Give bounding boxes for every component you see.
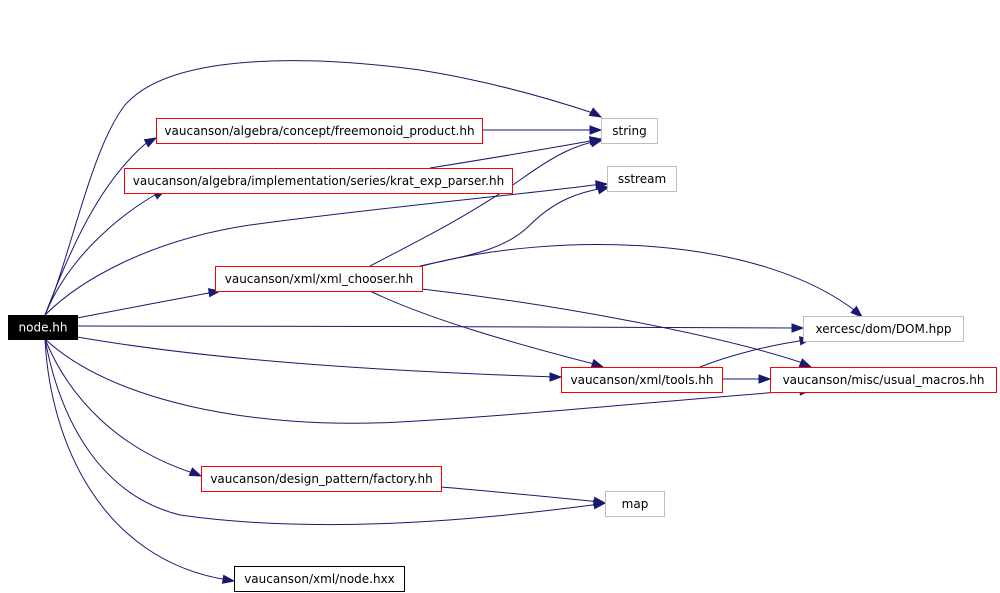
- node-usual_macros[interactable]: vaucanson/misc/usual_macros.hh: [770, 367, 997, 393]
- node-krat[interactable]: vaucanson/algebra/implementation/series/…: [124, 168, 513, 194]
- edge-node_hh-to-map: [44, 338, 607, 526]
- node-sstream: sstream: [607, 166, 677, 192]
- node-label: sstream: [618, 172, 666, 186]
- edges-layer: [44, 60, 864, 584]
- edge-tools-to-dom: [699, 336, 813, 368]
- node-factory[interactable]: vaucanson/design_pattern/factory.hh: [201, 466, 442, 492]
- node-box: [770, 367, 997, 393]
- edge-line: [44, 60, 597, 316]
- arrowhead: [850, 305, 864, 318]
- node-box: [156, 118, 483, 144]
- arrowhead: [791, 323, 805, 333]
- node-xml_chooser[interactable]: vaucanson/xml/xml_chooser.hh: [215, 266, 423, 292]
- node-node_hh: node.hh: [8, 315, 78, 340]
- node-freemonoid[interactable]: vaucanson/algebra/concept/freemonoid_pro…: [156, 118, 483, 144]
- edge-line: [419, 187, 605, 267]
- edge-line: [429, 139, 597, 169]
- node-box: [234, 566, 405, 592]
- arrowhead: [592, 496, 607, 506]
- edge-xml_chooser-to-usual_macros: [421, 288, 813, 368]
- edge-line: [44, 191, 161, 316]
- edge-line: [44, 338, 229, 581]
- edge-freemonoid-to-string: [482, 125, 603, 135]
- edge-xml_chooser-to-tools: [369, 290, 605, 368]
- edge-line: [76, 291, 215, 319]
- node-label: vaucanson/misc/usual_macros.hh: [783, 373, 985, 387]
- edge-node_hh-to-dom: [76, 323, 805, 333]
- edge-line: [76, 336, 556, 378]
- edge-line: [369, 140, 599, 267]
- node-dom: xercesc/dom/DOM.hpp: [803, 316, 964, 342]
- arrowhead: [758, 374, 772, 384]
- node-box: [8, 315, 78, 340]
- edge-node_hh-to-xml_chooser: [76, 288, 222, 319]
- node-box: [803, 316, 964, 342]
- arrowhead: [143, 137, 158, 148]
- node-label: vaucanson/algebra/implementation/series/…: [133, 174, 504, 188]
- arrowhead: [590, 358, 605, 368]
- node-label: vaucanson/design_pattern/factory.hh: [210, 472, 432, 486]
- node-label: vaucanson/xml/node.hxx: [244, 572, 395, 586]
- node-box: [605, 491, 665, 517]
- edge-node_hh-to-node_hxx: [44, 338, 236, 584]
- node-label: vaucanson/xml/xml_chooser.hh: [225, 272, 414, 286]
- edge-node_hh-to-factory: [44, 338, 203, 477]
- edge-line: [440, 486, 601, 503]
- node-string: string: [601, 118, 658, 144]
- node-box: [201, 466, 442, 492]
- node-label: xercesc/dom/DOM.hpp: [815, 322, 951, 336]
- arrowhead: [798, 358, 813, 368]
- edge-line: [421, 288, 807, 365]
- edge-line: [421, 244, 859, 314]
- node-box: [607, 166, 677, 192]
- edge-line: [44, 338, 807, 424]
- arrowhead: [221, 574, 236, 584]
- node-map: map: [605, 491, 665, 517]
- edge-xml_chooser-to-string: [369, 138, 604, 267]
- edge-tools-to-usual_macros: [721, 374, 772, 384]
- edge-line: [369, 290, 599, 366]
- arrowhead: [589, 138, 604, 148]
- arrowhead: [588, 107, 603, 118]
- edge-node_hh-to-string: [44, 60, 603, 316]
- arrowhead: [596, 185, 611, 195]
- edge-line: [44, 338, 601, 526]
- node-label: node.hh: [19, 321, 68, 335]
- arrowhead: [549, 372, 563, 382]
- arrowhead: [589, 125, 603, 135]
- node-label: string: [612, 124, 646, 138]
- node-box: [601, 118, 658, 144]
- edge-line: [44, 139, 151, 316]
- edge-xml_chooser-to-dom: [421, 244, 864, 318]
- node-box: [561, 367, 723, 393]
- edge-line: [76, 325, 799, 329]
- edge-xml_chooser-to-sstream: [419, 185, 611, 267]
- node-label: map: [622, 497, 649, 511]
- edge-line: [44, 183, 603, 316]
- edge-node_hh-to-freemonoid: [44, 137, 158, 316]
- edge-line: [44, 338, 197, 475]
- node-label: vaucanson/algebra/concept/freemonoid_pro…: [164, 124, 474, 138]
- node-box: [215, 266, 423, 292]
- node-label: vaucanson/xml/tools.hh: [570, 373, 713, 387]
- edge-line: [699, 339, 807, 368]
- edge-node_hh-to-tools: [76, 336, 563, 382]
- node-node_hxx[interactable]: vaucanson/xml/node.hxx: [234, 566, 405, 592]
- node-tools[interactable]: vaucanson/xml/tools.hh: [561, 367, 723, 393]
- node-box: [124, 168, 513, 194]
- edge-factory-to-map: [440, 486, 607, 506]
- arrowhead: [188, 467, 203, 477]
- nodes-layer: node.hh string vaucanson/algebra/concept/f…: [8, 118, 997, 592]
